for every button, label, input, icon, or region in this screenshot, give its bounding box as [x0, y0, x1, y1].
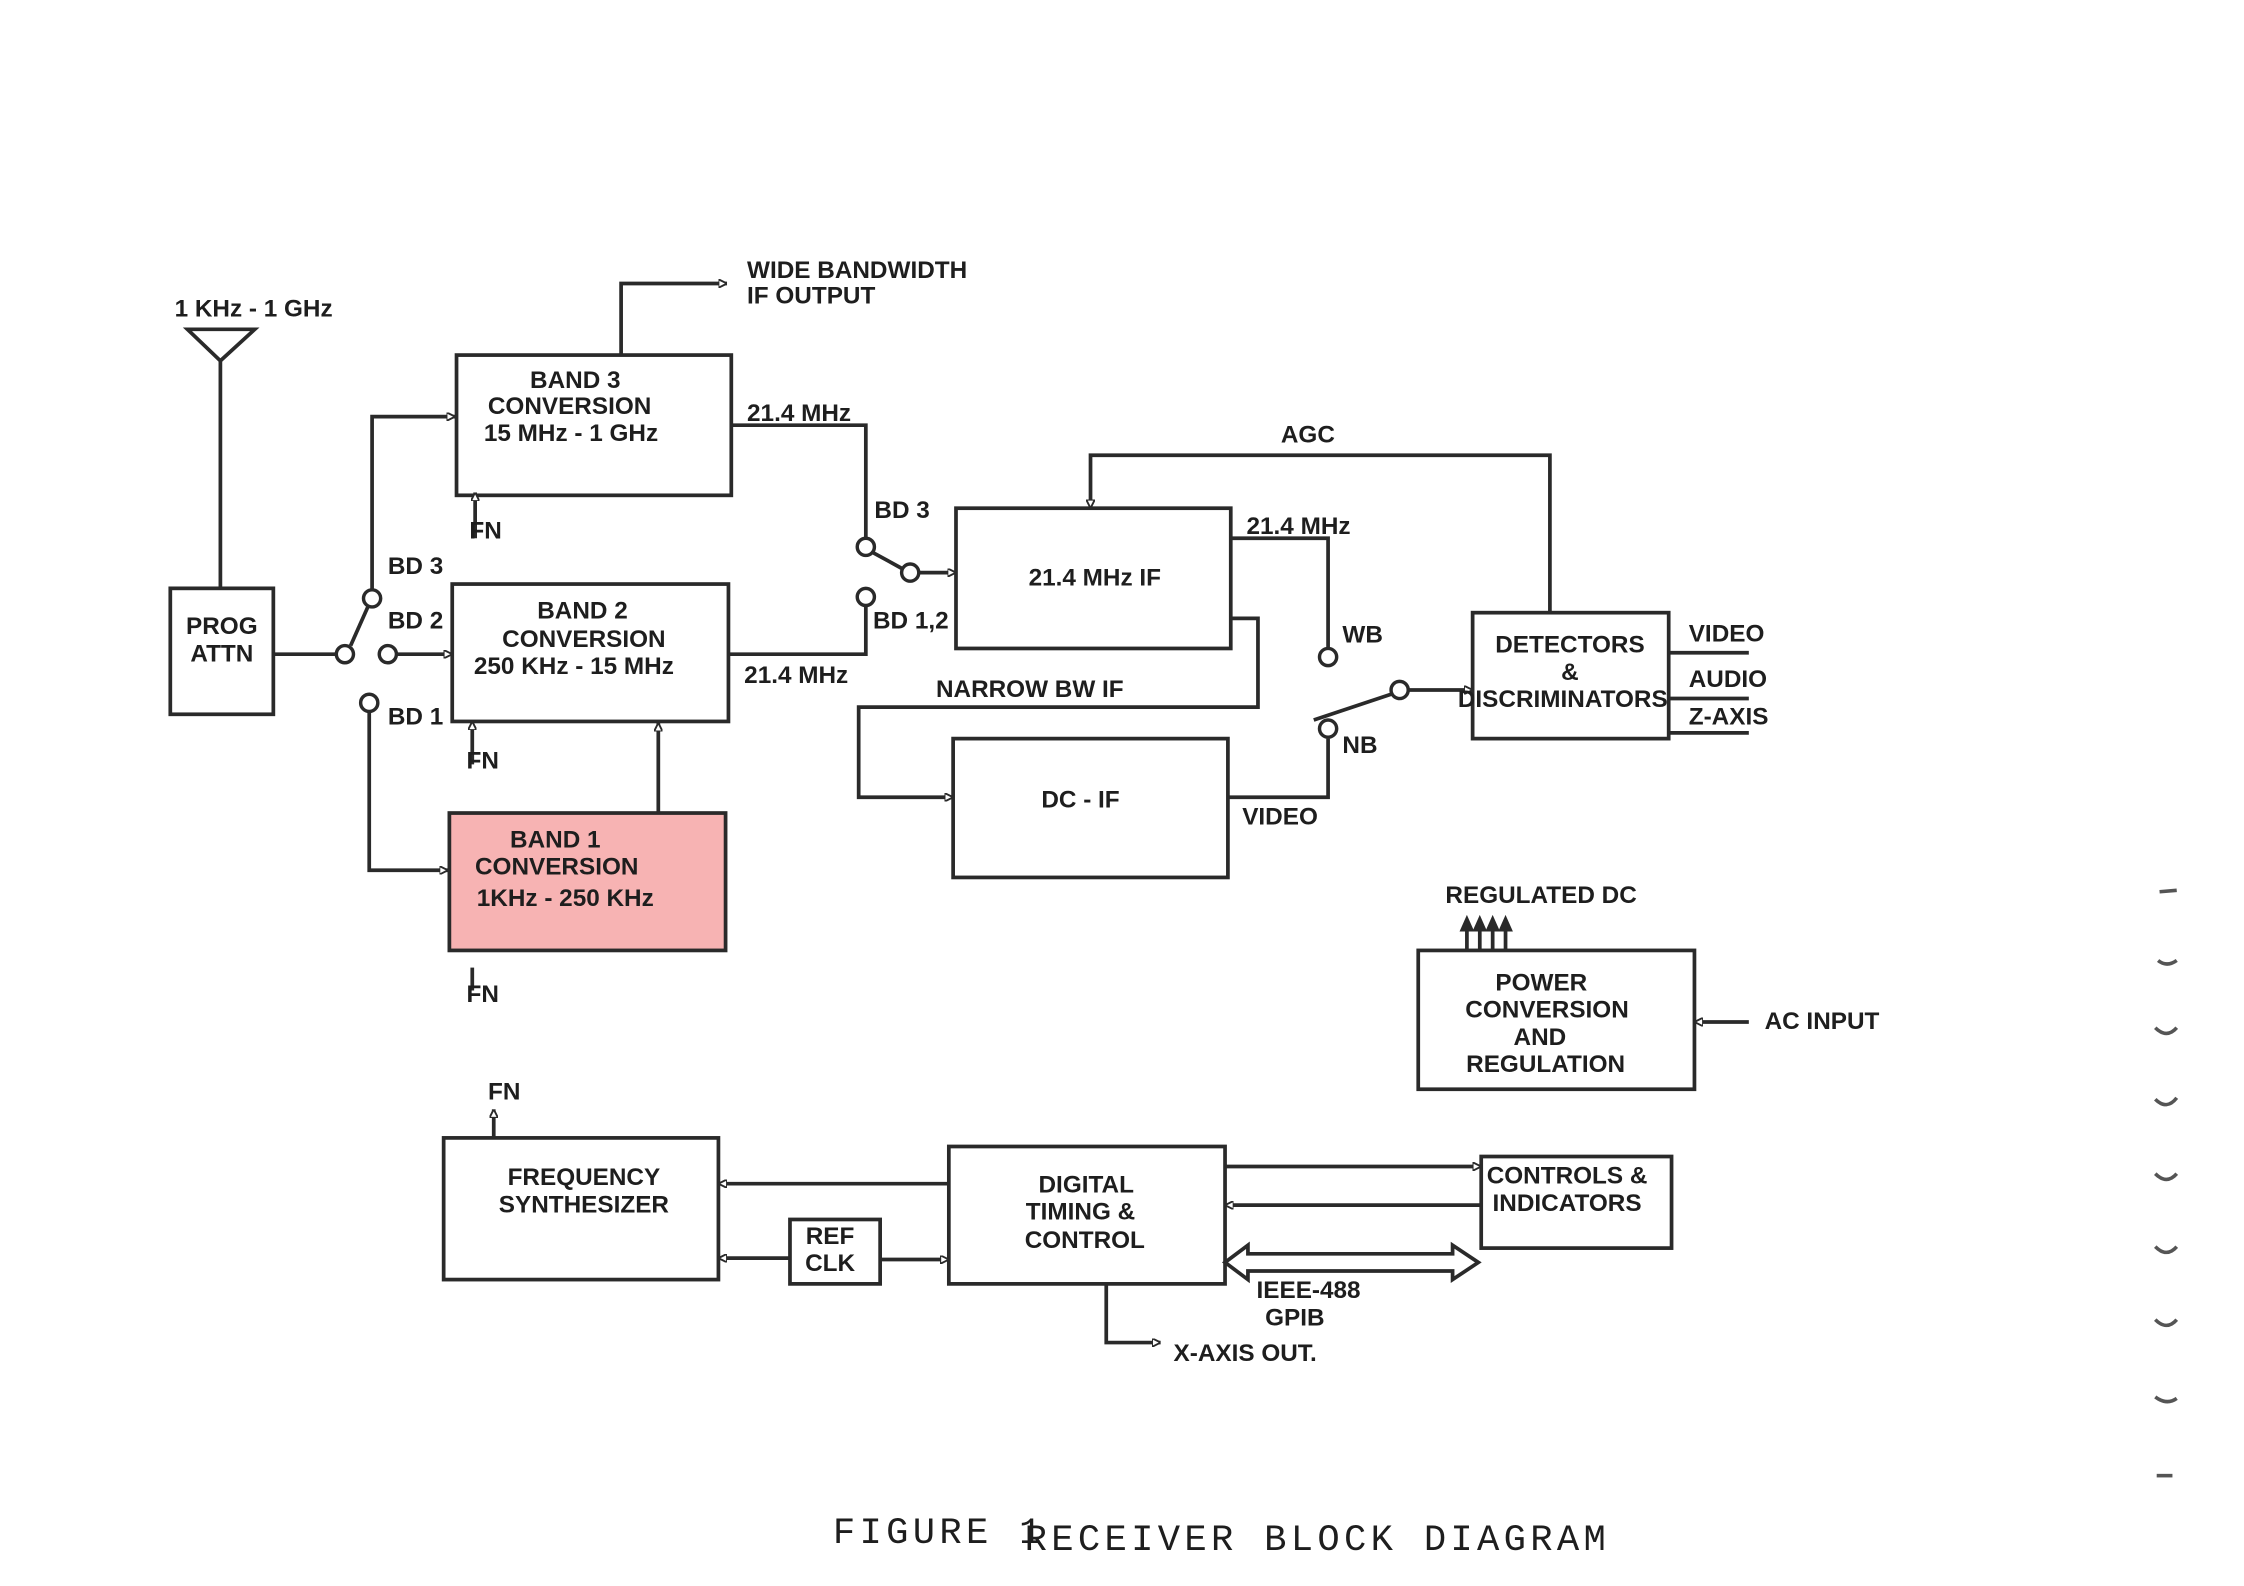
band-select-switch	[334, 588, 399, 714]
svg-text:REGULATION: REGULATION	[1466, 1051, 1625, 1078]
svg-text:BAND 3: BAND 3	[530, 367, 621, 394]
digital-timing-control-block: DIGITAL TIMING & CONTROL	[946, 1144, 1227, 1286]
svg-text:TIMING &: TIMING &	[1026, 1198, 1135, 1225]
svg-text:ATTN: ATTN	[190, 640, 253, 667]
svg-text:AND: AND	[1514, 1024, 1567, 1051]
svg-text:BAND 1: BAND 1	[510, 826, 601, 853]
if-select-switch	[855, 536, 921, 608]
svg-text:SYNTHESIZER: SYNTHESIZER	[499, 1191, 670, 1218]
svg-text:CONVERSION: CONVERSION	[475, 854, 638, 881]
svg-text:FREQUENCY: FREQUENCY	[508, 1164, 661, 1191]
svg-text:CLK: CLK	[805, 1250, 855, 1277]
svg-text:1KHz - 250 KHz: 1KHz - 250 KHz	[477, 885, 654, 912]
if-output-label: IF OUTPUT	[747, 283, 875, 310]
figure-title: RECEIVER BLOCK DIAGRAM	[1025, 1520, 1610, 1562]
frequency-synthesizer-block: FREQUENCY SYNTHESIZER	[441, 1136, 721, 1282]
svg-text:CONVERSION: CONVERSION	[1465, 997, 1628, 1024]
ac-input-label: AC INPUT	[1765, 1008, 1880, 1035]
svg-text:INDICATORS: INDICATORS	[1493, 1190, 1642, 1217]
svg-text:CONTROLS &: CONTROLS &	[1487, 1163, 1648, 1190]
bd12-if-switch-label: BD 1,2	[873, 607, 949, 634]
fn-label-band3: FN	[469, 517, 501, 544]
svg-text:PROG: PROG	[186, 613, 258, 640]
band1-conversion-block: BAND 1 CONVERSION 1KHz - 250 KHz	[447, 811, 728, 953]
svg-text:CONVERSION: CONVERSION	[502, 626, 665, 653]
power-conversion-block: POWER CONVERSION AND REGULATION	[1416, 948, 1697, 1092]
x-axis-out-label: X-AXIS OUT.	[1174, 1340, 1317, 1367]
wide-bandwidth-label: WIDE BANDWIDTH	[747, 257, 967, 284]
gpib-label: GPIB	[1265, 1304, 1324, 1331]
wb-switch-label: WB	[1342, 622, 1383, 649]
if-21-4-block: 21.4 MHz IF	[954, 506, 1233, 651]
fn-label-band2: FN	[467, 748, 499, 775]
bd2-switch-label: BD 2	[388, 607, 443, 634]
regulated-dc-label: REGULATED DC	[1445, 882, 1636, 909]
z-axis-output-label: Z-AXIS	[1689, 703, 1769, 730]
controls-indicators-block: CONTROLS & INDICATORS	[1479, 1154, 1674, 1250]
fn-label-synth: FN	[488, 1078, 520, 1105]
svg-text:CONTROL: CONTROL	[1025, 1227, 1145, 1254]
video-output-label: VIDEO	[1689, 620, 1765, 647]
bd1-switch-label: BD 1	[388, 703, 443, 730]
figure-number: FIGURE 1	[833, 1513, 1046, 1555]
svg-text:DC - IF: DC - IF	[1041, 786, 1119, 813]
prog-attn-block: PROG ATTN	[168, 586, 276, 717]
svg-text:&: &	[1561, 659, 1579, 686]
ref-clk-block: REF CLK	[788, 1217, 883, 1286]
bandwidth-select-switch	[1313, 646, 1410, 739]
svg-text:15 MHz - 1 GHz: 15 MHz - 1 GHz	[484, 420, 658, 447]
ieee-488-label: IEEE-488	[1257, 1277, 1361, 1304]
dc-if-block: DC - IF	[951, 736, 1230, 880]
svg-text:CONVERSION: CONVERSION	[488, 393, 651, 420]
svg-text:250 KHz - 15 MHz: 250 KHz - 15 MHz	[474, 653, 674, 680]
svg-text:DISCRIMINATORS: DISCRIMINATORS	[1458, 686, 1668, 713]
video-path-label: VIDEO	[1242, 803, 1318, 830]
audio-output-label: AUDIO	[1689, 666, 1767, 693]
narrow-bw-if-label: NARROW BW IF	[936, 676, 1124, 703]
if-block-out-freq-label: 21.4 MHz	[1247, 513, 1351, 540]
ieee-488-bus-arrow	[1221, 1241, 1482, 1284]
svg-text:REF: REF	[806, 1223, 855, 1250]
bd3-switch-label: BD 3	[388, 553, 443, 580]
band3-if-freq-label: 21.4 MHz	[747, 400, 851, 427]
nb-switch-label: NB	[1342, 732, 1377, 759]
band2-conversion-block: BAND 2 CONVERSION 250 KHz - 15 MHz	[450, 582, 731, 724]
band3-conversion-block: BAND 3 CONVERSION 15 MHz - 1 GHz	[454, 353, 734, 498]
svg-text:DETECTORS: DETECTORS	[1495, 632, 1645, 659]
svg-text:BAND 2: BAND 2	[537, 597, 628, 624]
antenna-icon	[182, 327, 260, 589]
agc-label: AGC	[1281, 421, 1335, 448]
svg-text:DIGITAL: DIGITAL	[1039, 1171, 1135, 1198]
input-frequency-label: 1 KHz - 1 GHz	[175, 295, 333, 322]
svg-text:POWER: POWER	[1495, 969, 1587, 996]
bd3-if-switch-label: BD 3	[874, 497, 929, 524]
fn-label-band1: FN	[467, 981, 499, 1008]
regulated-dc-arrows	[1459, 914, 1513, 951]
binding-marks	[2154, 888, 2179, 1478]
svg-text:21.4 MHz IF: 21.4 MHz IF	[1029, 564, 1161, 591]
detectors-discriminators-block: DETECTORS & DISCRIMINATORS	[1458, 610, 1671, 741]
band2-if-freq-label: 21.4 MHz	[744, 662, 848, 689]
